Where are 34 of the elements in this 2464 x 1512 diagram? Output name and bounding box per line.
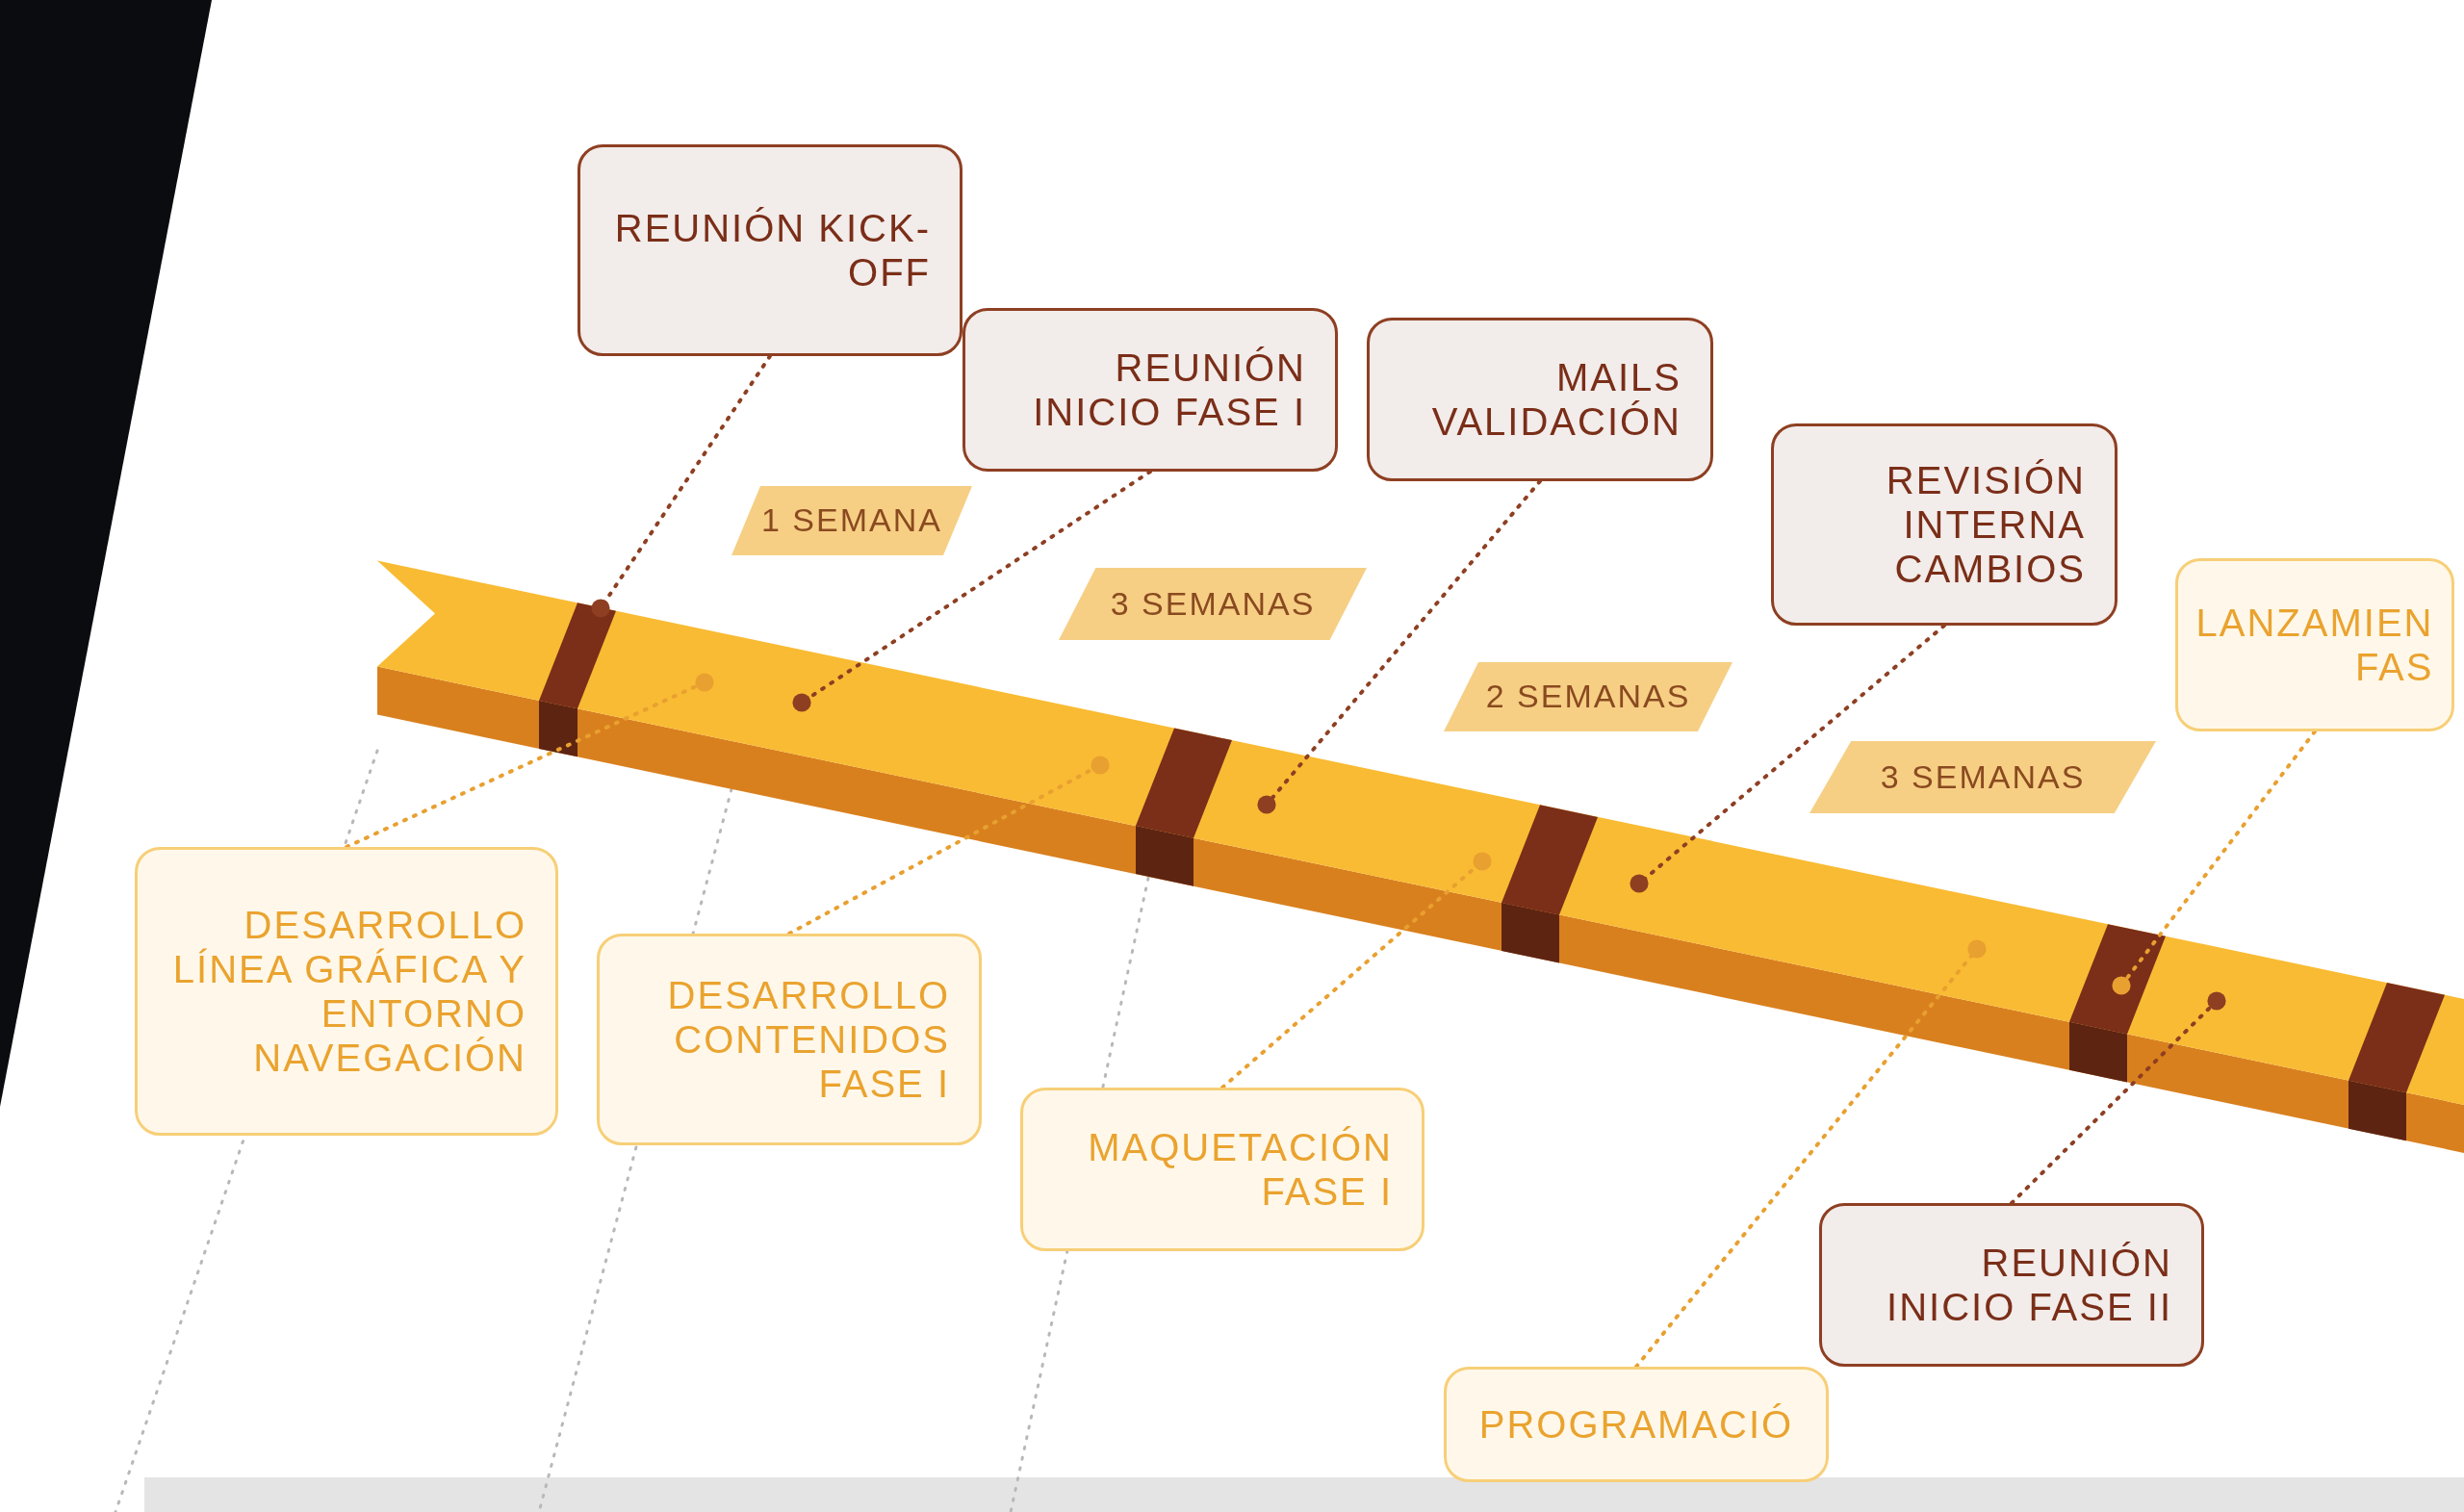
milestone-text: REUNIÓN KICK-OFF	[613, 206, 931, 295]
duration-text: 3 SEMANAS	[1880, 757, 2086, 797]
milestone-text: REUNIÓN INICIO FASE II	[1886, 1241, 2172, 1329]
task-text: DESARROLLO LÍNEA GRÁFICA Y ENTORNO NAVEGACIÓN	[171, 903, 526, 1080]
leader-line	[792, 470, 1152, 712]
task-text: LANZAMIEN FAS	[2195, 601, 2434, 689]
leader-line	[591, 354, 772, 618]
leader-line	[345, 673, 714, 849]
task-text: MAQUETACIÓN FASE I	[1087, 1125, 1393, 1214]
leader-line	[1220, 852, 1492, 1089]
milestone-card	[1819, 1203, 2204, 1367]
leader-line	[1257, 479, 1542, 814]
duration-text: 2 SEMANAS	[1485, 678, 1691, 716]
task-card	[2175, 558, 2454, 731]
milestone-card	[962, 308, 1338, 472]
task-card	[1020, 1088, 1424, 1251]
milestone-text: REVISIÓN INTERNA CAMBIOS	[1885, 458, 2086, 591]
leader-line	[2112, 730, 2317, 995]
milestone-card	[1367, 318, 1713, 481]
task-card	[597, 934, 982, 1145]
milestone-text: MAILS VALIDACIÓN	[1430, 355, 1681, 444]
task-card	[135, 847, 558, 1136]
leader-line	[1630, 624, 1946, 893]
leader-line	[2010, 991, 2226, 1205]
task-text: PROGRAMACIÓ	[1478, 1402, 1794, 1447]
milestone-text: REUNIÓN INICIO FASE I	[1032, 346, 1306, 434]
leader-line	[1634, 939, 1987, 1369]
leader-line	[787, 756, 1110, 935]
task-text: DESARROLLO CONTENIDOS FASE I	[666, 973, 950, 1106]
task-card	[1444, 1367, 1829, 1482]
milestone-card	[578, 144, 962, 356]
milestone-card	[1771, 423, 2118, 626]
duration-text: 3 SEMANAS	[1110, 584, 1316, 624]
duration-text: 1 SEMANA	[761, 501, 942, 540]
